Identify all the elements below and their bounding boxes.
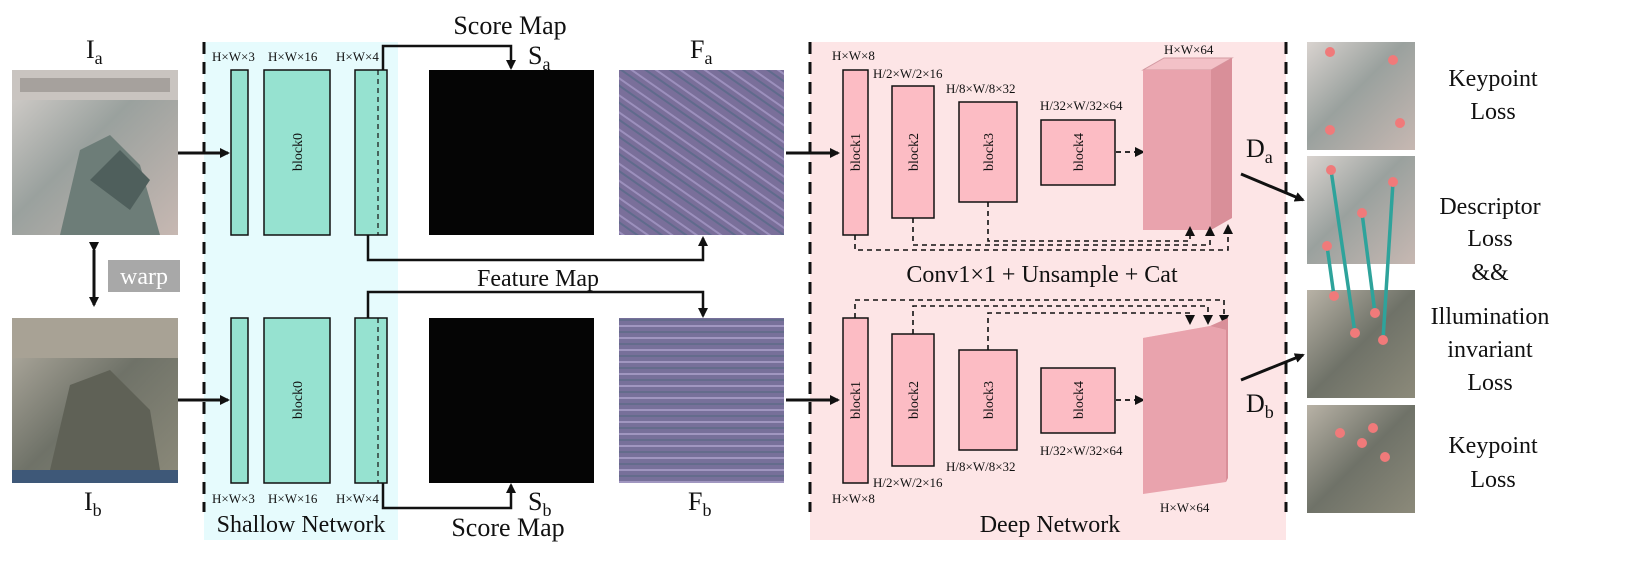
score-map-b [429, 318, 594, 483]
dim-shallow-top-3: H×W×4 [336, 49, 379, 64]
feature-map-top-connector [366, 235, 708, 262]
keypoint-loss-top-line2: Loss [1470, 99, 1515, 125]
dim-deep-top-1: H×W×8 [832, 48, 875, 63]
shallow-block0-bottom [263, 317, 331, 484]
deep-bottom-block3-label: block3 [982, 381, 997, 419]
dim-deep-top-3: H/8×W/8×32 [946, 81, 1016, 96]
feature-map-label: Feature Map [477, 266, 599, 292]
arrow-db-out [1240, 353, 1305, 382]
score-map-top-connector [381, 44, 516, 70]
dim-deep-bottom-4: H/32×W/32×64 [1040, 443, 1123, 458]
dim-shallow-bottom-3: H×W×4 [336, 491, 379, 506]
deep-top-block4-label: block4 [1072, 133, 1087, 171]
block0-top-label: block0 [291, 133, 306, 171]
keypoint-loss-bottom-line2: Loss [1470, 467, 1515, 493]
middle-loss-line1: Descriptor [1439, 194, 1540, 220]
middle-loss-line3: && [1471, 260, 1509, 286]
thumb-descriptor-b [1307, 290, 1415, 398]
dim-shallow-top-2: H×W×16 [268, 49, 318, 64]
dim-shallow-top-1: H×W×3 [212, 49, 255, 64]
deep-bottom-block2 [891, 333, 935, 467]
thumb-keypoints-b [1307, 405, 1415, 513]
dim-deep-top-2: H/2×W/2×16 [873, 66, 943, 81]
deep-top-output-cube [1141, 57, 1234, 230]
deep-bottom-block2-label: block2 [907, 381, 922, 419]
deep-top-block1-label: block1 [849, 133, 864, 171]
shallow-layer-3ch-top [230, 69, 249, 236]
label-da: Da [1246, 134, 1273, 167]
deep-network-label: Deep Network [980, 512, 1121, 538]
dim-deep-bottom-5: H×W×64 [1160, 500, 1210, 515]
keypoint-loss-bottom-line1: Keypoint [1448, 433, 1538, 459]
deep-top-block2-label: block2 [907, 133, 922, 171]
label-fb: Fb [688, 487, 711, 520]
warp-badge [108, 260, 180, 292]
deep-bottom-block3 [958, 349, 1018, 451]
block0-bottom-label: block0 [291, 381, 306, 419]
dim-deep-top-4: H/32×W/32×64 [1040, 98, 1123, 113]
label-sb: Sb [528, 487, 551, 520]
keypoint-loss-top-line1: Keypoint [1448, 66, 1538, 92]
dim-shallow-bottom-1: H×W×3 [212, 491, 255, 506]
descriptor-keypoints [1322, 165, 1398, 345]
shallow-layer-4ch-bottom [354, 317, 388, 484]
dim-deep-bottom-2: H/2×W/2×16 [873, 475, 943, 490]
deep-top-block4 [1040, 119, 1116, 186]
score-map-a [429, 70, 594, 235]
shallow-network-label: Shallow Network [217, 512, 386, 538]
shallow-block0-top [263, 69, 331, 236]
label-ib: Ib [84, 487, 102, 520]
score-map-bottom-label: Score Map [451, 513, 564, 542]
deep-bottom-output-cube [1143, 318, 1228, 494]
deep-top-block2 [891, 85, 935, 219]
score-map-top-label: Score Map [453, 11, 566, 40]
warp-label: warp [120, 264, 168, 290]
thumb-keypoints-a [1307, 42, 1415, 150]
feature-map-bottom-connector [366, 290, 708, 318]
deep-bottom-block1-label: block1 [849, 381, 864, 419]
deep-top-block1 [842, 69, 869, 236]
dim-deep-bottom-1: H×W×8 [832, 491, 875, 506]
middle-loss-line2: Loss [1467, 226, 1512, 252]
label-db: Db [1246, 389, 1274, 422]
label-fa: Fa [690, 35, 712, 68]
deep-bottom-skip-connections [854, 299, 1229, 350]
feature-map-a [619, 70, 784, 235]
deep-top-skip-connections [854, 202, 1233, 251]
deep-bottom-block1 [842, 317, 869, 484]
middle-loss-line4: Illumination [1431, 304, 1550, 330]
middle-loss-line5: invariant [1447, 337, 1533, 363]
dim-deep-top-5: H×W×64 [1164, 42, 1214, 57]
score-map-bottom-connector [381, 483, 516, 510]
shallow-layer-4ch-top [354, 69, 388, 236]
middle-loss-line6: Loss [1467, 370, 1512, 396]
descriptor-match-lines [1325, 169, 1395, 341]
label-ia: Ia [86, 35, 103, 68]
label-sa: Sa [528, 41, 550, 74]
arrow-da-out [1240, 172, 1305, 202]
deep-bottom-block4-label: block4 [1072, 381, 1087, 419]
deep-bottom-block4 [1040, 367, 1116, 434]
shallow-layer-3ch-bottom [230, 317, 249, 484]
image-b [12, 318, 178, 483]
image-a [12, 70, 178, 235]
deep-top-block3-label: block3 [982, 133, 997, 171]
dim-shallow-bottom-2: H×W×16 [268, 491, 318, 506]
conv-caption: Conv1×1 + Unsample + Cat [906, 262, 1178, 288]
feature-map-b [619, 318, 784, 483]
dim-deep-bottom-3: H/8×W/8×32 [946, 459, 1016, 474]
